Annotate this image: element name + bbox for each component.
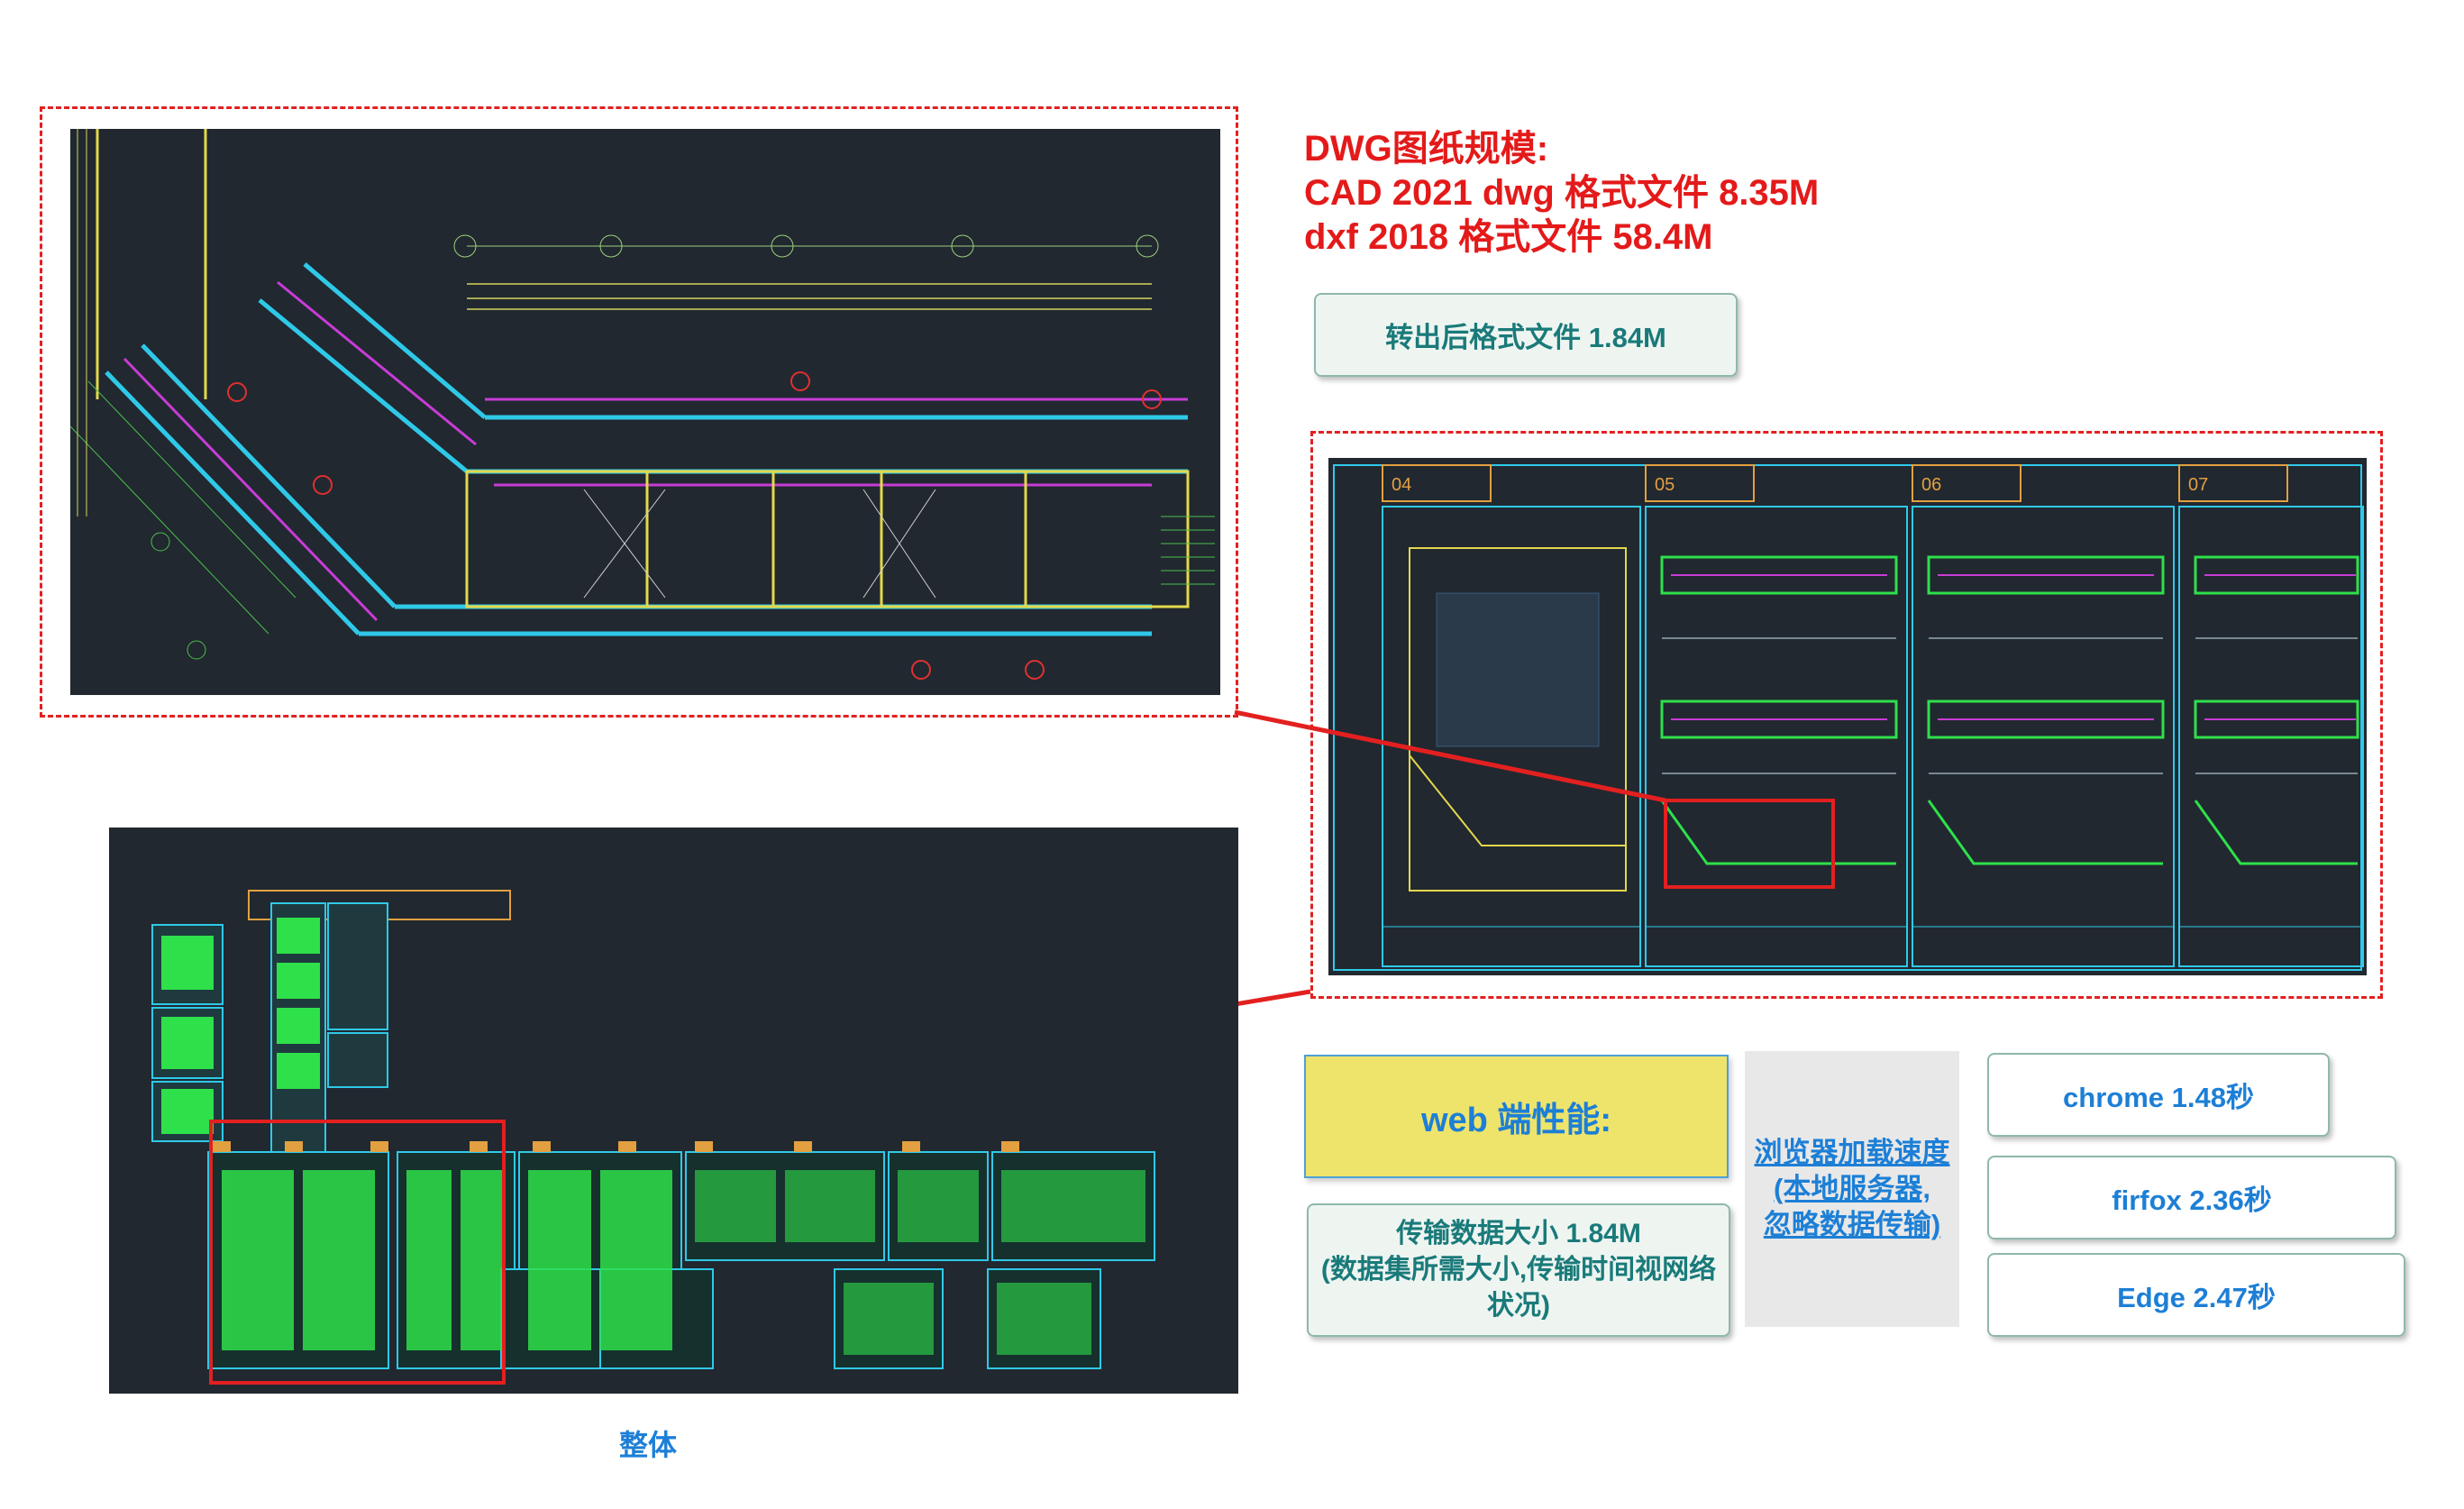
firefox-load-time: firfox 2.36秒 [1987,1156,2396,1239]
sheet-number-05: 05 [1655,475,1675,495]
transfer-size-line3: 状况) [1487,1291,1550,1321]
browser-load-speed-line3: 忽略数据传输) [1763,1209,1941,1240]
transfer-size-line2: (数据集所需大小,传输时间视网络 [1320,1255,1717,1285]
detail-floorplan-drawing [70,129,1215,680]
chrome-load-time-label: chrome 1.48秒 [2063,1082,2254,1113]
overview-drawing [151,890,1155,1385]
sheet-number-07: 07 [2188,475,2208,495]
overview-view[interactable] [109,828,1238,1394]
web-performance-panel: web 端性能: [1304,1055,1729,1178]
chrome-load-time: chrome 1.48秒 [1987,1053,2330,1137]
converted-size-label: 转出后格式文件 1.84M [1385,322,1666,353]
transfer-size-line1: 传输数据大小 1.84M [1396,1219,1641,1248]
sheet-number-06: 06 [1921,475,1941,495]
sheet-selection-box [1664,799,1835,889]
browser-load-speed-line1: 浏览器加载速度 [1754,1137,1950,1168]
sheet-number-04: 04 [1392,475,1411,495]
detail-floorplan-view[interactable] [70,129,1220,695]
web-performance-label: web 端性能: [1420,1102,1612,1139]
converted-size-card: 转出后格式文件 1.84M [1314,293,1738,377]
overview-caption: 整体 [619,1429,678,1461]
dxf-file-size: dxf 2018 格式文件 58.4M [1304,217,1713,257]
dwg-file-size: CAD 2021 dwg 格式文件 8.35M [1304,173,1820,213]
transfer-size-card: 传输数据大小 1.84M (数据集所需大小,传输时间视网络 状况) [1307,1203,1730,1337]
overview-selection-box [209,1120,506,1385]
edge-load-time: Edge 2.47秒 [1987,1253,2405,1337]
sheets-view[interactable]: 04 05 06 07 [1328,458,2367,975]
browser-load-speed-line2: (本地服务器, [1774,1173,1930,1204]
browser-load-speed-panel: 浏览器加载速度 (本地服务器, 忽略数据传输) [1745,1051,1959,1327]
detail-highlight-frame [40,106,1238,718]
edge-load-time-label: Edge 2.47秒 [2117,1282,2276,1313]
dwg-scale-heading: DWG图纸规模: [1304,129,1549,169]
sheets-drawing: 04 05 06 07 [1333,464,2364,971]
firefox-load-time-label: firfox 2.36秒 [2112,1184,2272,1216]
